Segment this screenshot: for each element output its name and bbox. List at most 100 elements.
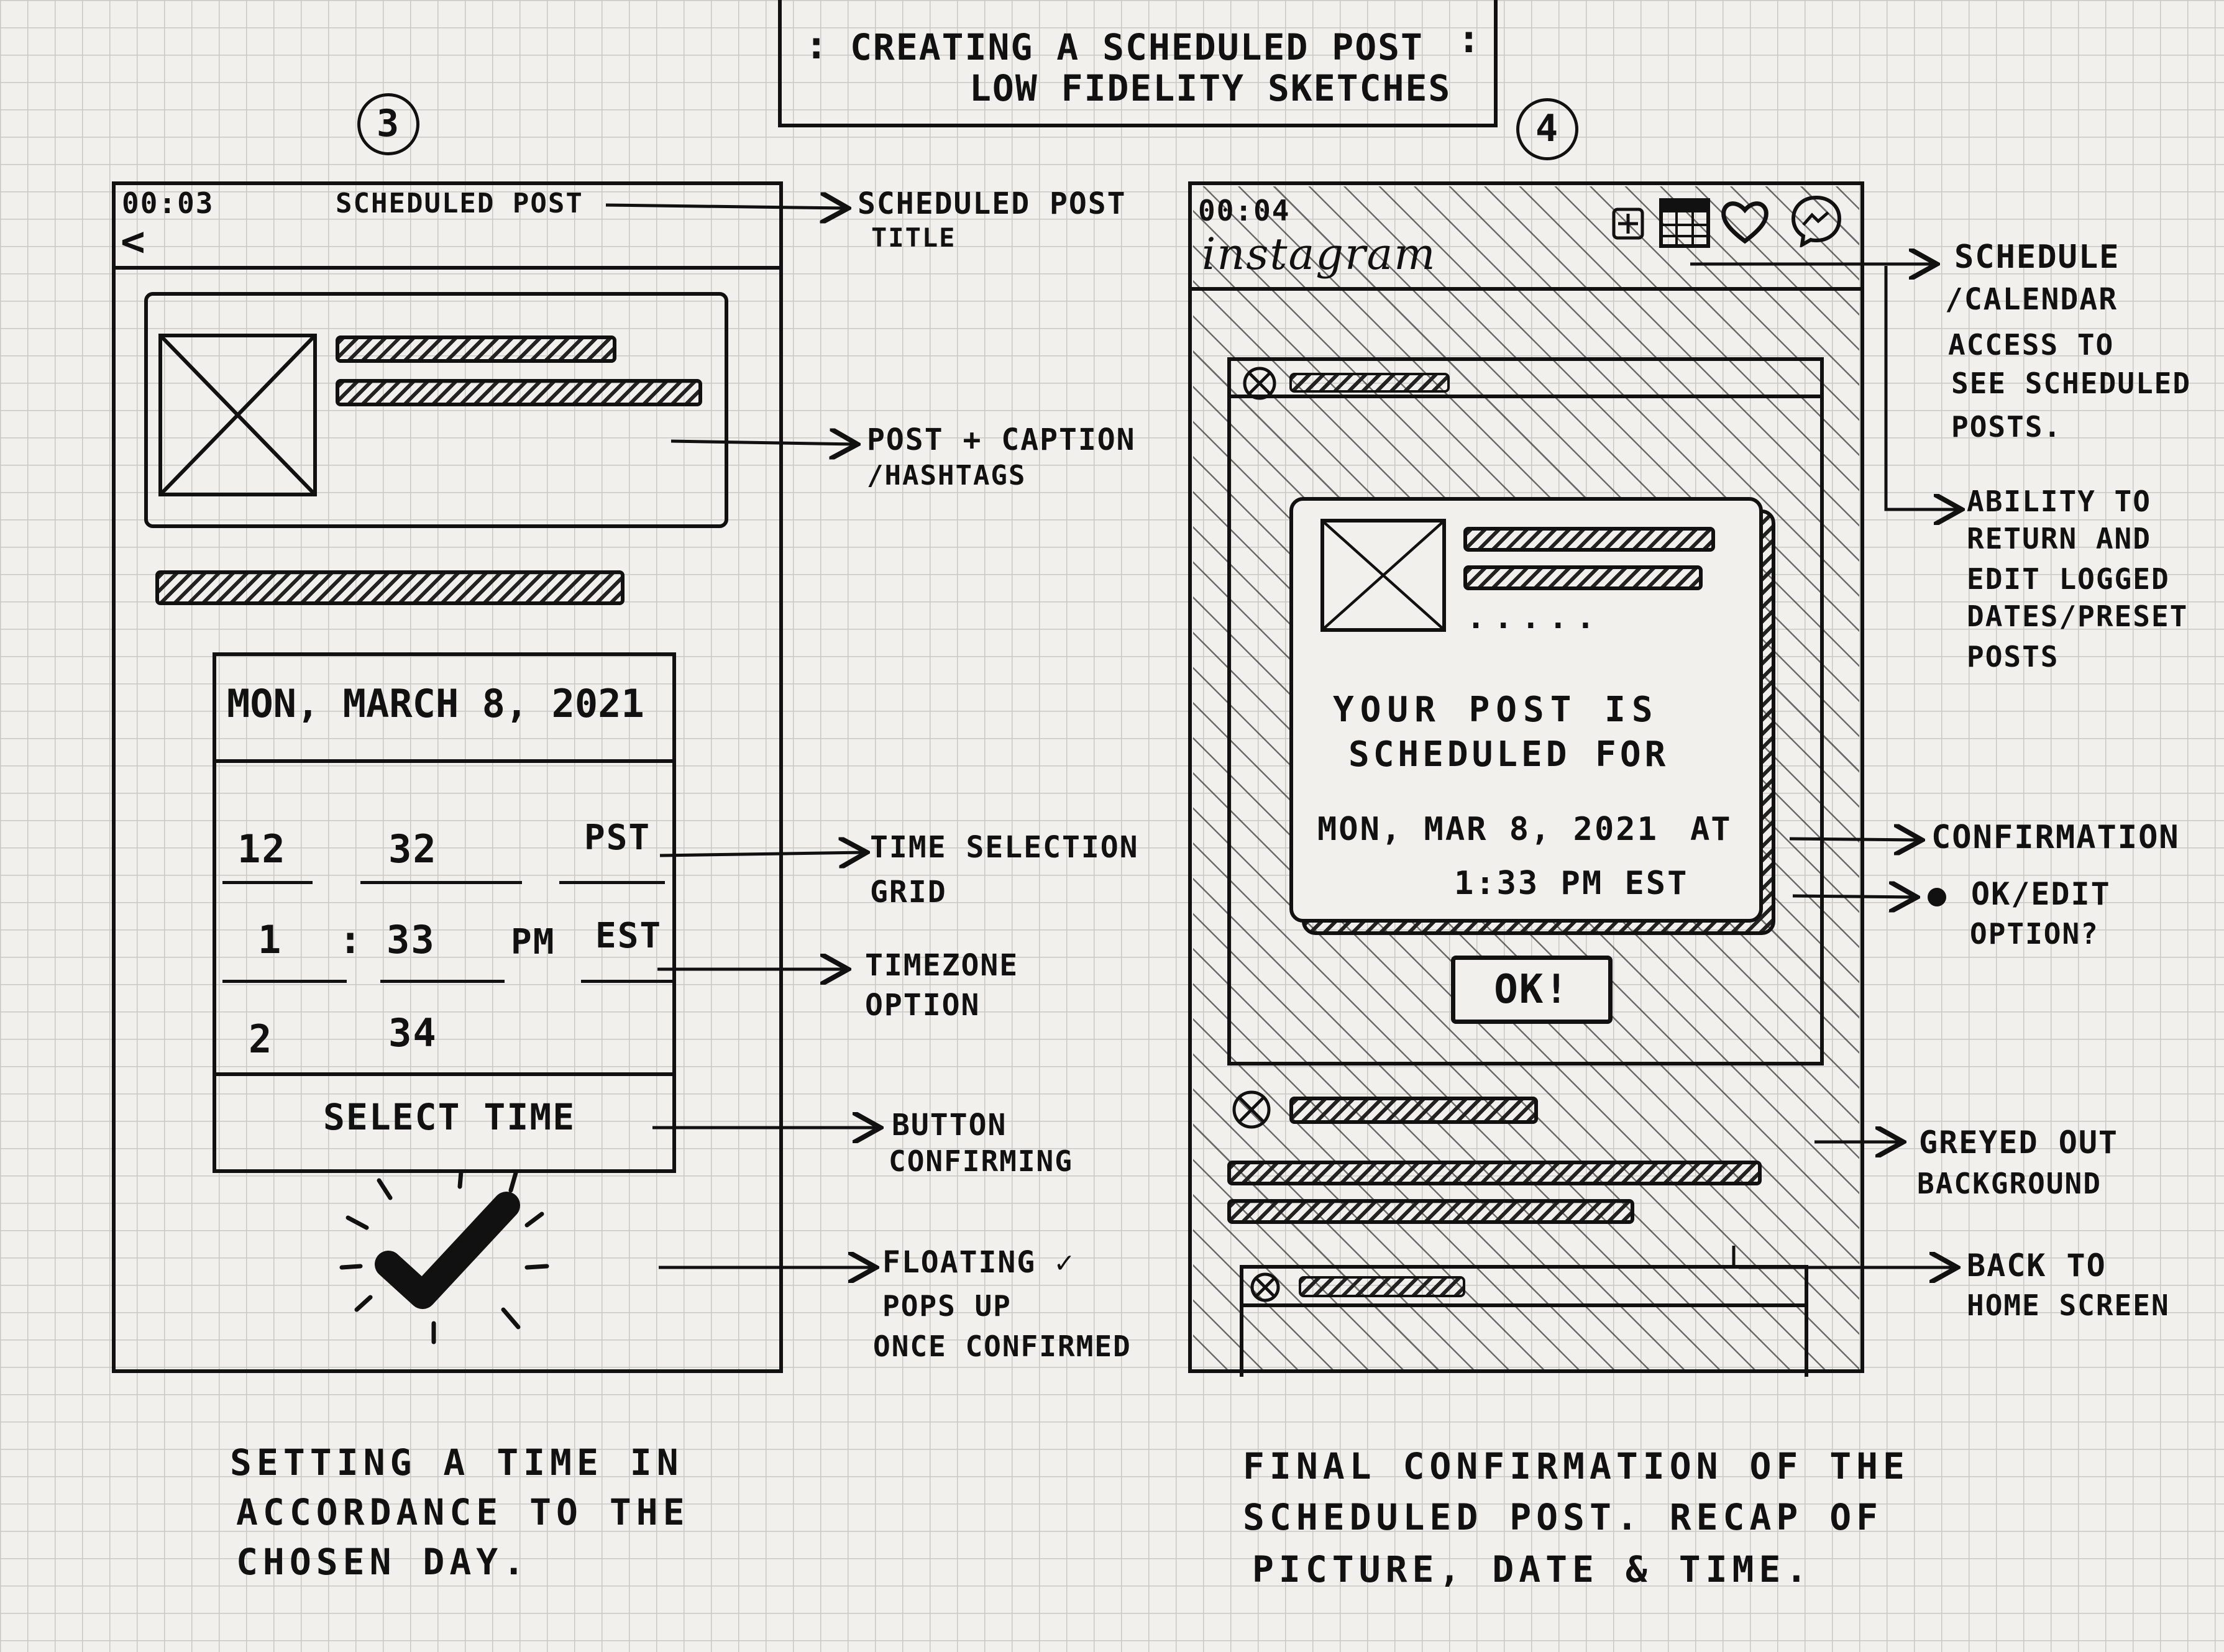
back-arrow-icon[interactable]: < [121,217,147,265]
post-image-placeholder [158,334,317,496]
step-4-circle [1516,98,1578,160]
hour-option-1[interactable]: 1 [258,917,283,962]
screen3-title: Scheduled post [336,188,583,219]
note-ok-edit-1: OK/Edit [1971,876,2111,912]
hour-option-12[interactable]: 12 [237,826,286,872]
note-ability-1: Ability to [1967,485,2151,518]
dialog-at-label: at [1690,811,1732,848]
dialog-message-line1: Your post is [1333,690,1659,730]
screen3-caption-line1: Setting a time in [230,1441,684,1484]
header-dots-right: : [1457,16,1482,62]
picker-date-label: Mon, March 8, 2021 [227,681,644,726]
note-schedule-1: Schedule [1954,239,2120,276]
screen3-status-time: 00:03 [122,186,214,220]
note-post-caption-2: /hashtags [867,460,1027,491]
note-ability-5: posts [1967,640,2059,673]
dialog-dots: ..... [1467,600,1604,636]
screen4-phone-frame [1188,181,1864,1373]
feed-post-avatar-icon [1243,367,1276,400]
feed-post-username-bar [1289,373,1450,393]
note-floating-2: pops up [882,1289,1012,1323]
messenger-icon[interactable] [1790,194,1843,247]
step-3-circle [357,93,419,155]
note-ability-4: dates/preset [1967,600,2189,633]
note-ability-3: edit logged [1967,562,2170,596]
dialog-caption-line-1 [1463,527,1715,552]
select-time-divider [216,1072,672,1076]
screen3-phone-frame [112,181,783,1373]
header-title-line1: Creating a scheduled post [850,26,1424,68]
feed-post-header-divider [1231,395,1820,398]
post-preview-card[interactable] [144,292,728,528]
add-post-icon[interactable] [1611,206,1645,241]
heart-icon[interactable] [1720,198,1770,245]
home-card-frame[interactable] [1240,1265,1808,1377]
screen4-caption-line3: picture, date & time. [1252,1548,1813,1590]
ok-button[interactable]: OK! [1451,956,1613,1024]
minute-33-underline [380,980,505,983]
home-card-avatar-icon [1250,1272,1280,1302]
minute-option-33[interactable]: 33 [387,917,436,962]
note-floating-3: once confirmed [873,1330,1132,1363]
note-schedule-3: access to [1948,328,2115,362]
home-card-divider [1243,1303,1805,1307]
note-schedule-2: /calendar [1945,282,2118,317]
hour-option-2[interactable]: 2 [249,1016,273,1062]
note-timezone-2: option [865,988,981,1023]
note-ability-2: return and [1967,522,2151,555]
floating-checkmark-icon [339,1169,549,1344]
note-back-home-2: home screen [1967,1289,2170,1322]
note-timezone-1: Timezone [865,948,1019,983]
screen3-caption-line2: accordance to the [236,1491,690,1533]
dialog-image-placeholder [1320,519,1446,632]
note-post-caption-1: Post + caption [867,422,1136,457]
timezone-option-est[interactable]: EST [595,916,662,956]
time-separator: : [339,917,364,962]
feed-post-2-username-bar [1289,1097,1538,1124]
note-button-1: Button [892,1108,1007,1143]
screen3-caption-line3: chosen day. [236,1541,530,1583]
est-underline [581,980,674,983]
note-schedule-5: posts. [1951,410,2062,444]
note-greyed-2: background [1917,1167,2102,1200]
calendar-icon[interactable] [1658,194,1711,250]
header-dots-left: : [805,22,830,68]
hour-12-underline [222,881,313,884]
minute-option-34[interactable]: 34 [388,1010,437,1056]
screen3-header-divider [116,266,779,270]
feed-post-frame [1227,357,1824,1066]
timezone-option-pst[interactable]: PST [584,818,651,858]
header-title-box [778,0,1498,127]
meridiem-option-pm[interactable]: PM [511,922,556,962]
step-4-number: 4 [1535,107,1560,150]
note-back-home-1: Back to [1967,1248,2107,1284]
minute-option-32[interactable]: 32 [388,826,437,872]
note-scheduled-title-1: Scheduled post [858,186,1127,221]
screen4-caption-line2: scheduled post. Recap of [1243,1496,1883,1538]
note-greyed-1: Greyed out [1919,1125,2119,1161]
note-schedule-4: see scheduled [1951,367,2192,400]
picker-date-divider [216,759,672,763]
screen4-status-time: 00:04 [1198,194,1291,227]
pst-underline [559,881,665,884]
screen4-header-divider [1192,287,1860,291]
screen4-caption-line1: Final confirmation of the [1243,1445,1910,1487]
home-card-username-bar [1299,1276,1465,1297]
select-time-button[interactable]: Select time [323,1096,576,1138]
feed-post-2-line-1 [1227,1161,1762,1185]
dialog-message-line2: scheduled for [1348,734,1670,775]
post-hashtag-bar [155,570,625,605]
note-floating-1: Floating ✓ [882,1245,1074,1280]
app-name-logo: instagram [1202,229,1437,280]
post-caption-line-1 [336,335,616,363]
feed-post-2-line-2 [1227,1199,1634,1224]
dialog-caption-line-2 [1463,565,1703,590]
note-button-2: confirming [889,1144,1073,1178]
feed-post-2-avatar-icon [1232,1090,1271,1129]
note-scheduled-title-2: title [871,222,956,253]
note-confirmation: Confirmation [1931,819,2180,856]
hour-1-underline [222,980,347,983]
note-ok-edit-2: option? [1970,917,2099,951]
minute-32-underline [360,881,522,884]
ok-button-label: OK! [1494,967,1570,1013]
